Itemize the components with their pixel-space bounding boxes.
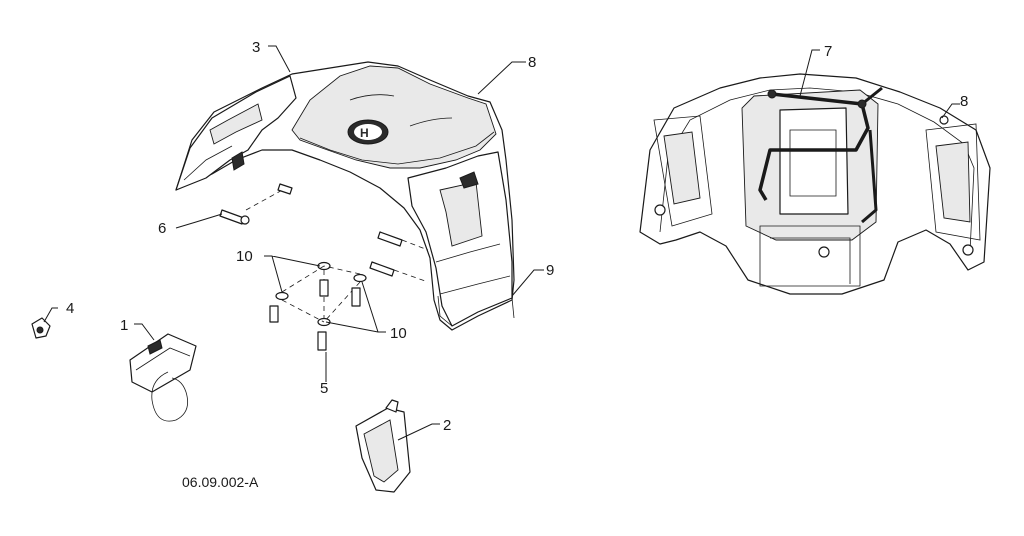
left-side-panel bbox=[175, 75, 297, 191]
lens-cover bbox=[355, 399, 411, 493]
callout-9: 9 bbox=[546, 262, 554, 279]
brand-logo-icon: H bbox=[347, 119, 389, 145]
callout-8-right: 8 bbox=[960, 93, 968, 110]
callout-7: 7 bbox=[824, 43, 832, 60]
top-cover bbox=[291, 65, 497, 169]
callout-10-bottom: 10 bbox=[390, 325, 407, 342]
callout-8-left: 8 bbox=[528, 54, 536, 71]
drawing-code: 06.09.002-A bbox=[182, 474, 259, 490]
headlight-unit bbox=[129, 333, 197, 422]
svg-text:H: H bbox=[360, 126, 369, 140]
callout-4: 4 bbox=[66, 300, 74, 317]
callout-labels: 3 8 6 4 1 10 10 5 9 2 7 8 06.09.002-A bbox=[66, 39, 968, 490]
clip-part bbox=[31, 317, 51, 339]
callout-6: 6 bbox=[158, 220, 166, 237]
callout-10-top: 10 bbox=[236, 248, 253, 265]
callout-5: 5 bbox=[320, 380, 328, 397]
leader-lines bbox=[43, 45, 960, 441]
callout-2: 2 bbox=[443, 417, 451, 434]
hood-assembly: H bbox=[175, 61, 515, 331]
fasteners bbox=[219, 183, 429, 351]
hood-underside bbox=[639, 73, 991, 295]
callout-3: 3 bbox=[252, 39, 260, 56]
callout-1: 1 bbox=[120, 317, 128, 334]
